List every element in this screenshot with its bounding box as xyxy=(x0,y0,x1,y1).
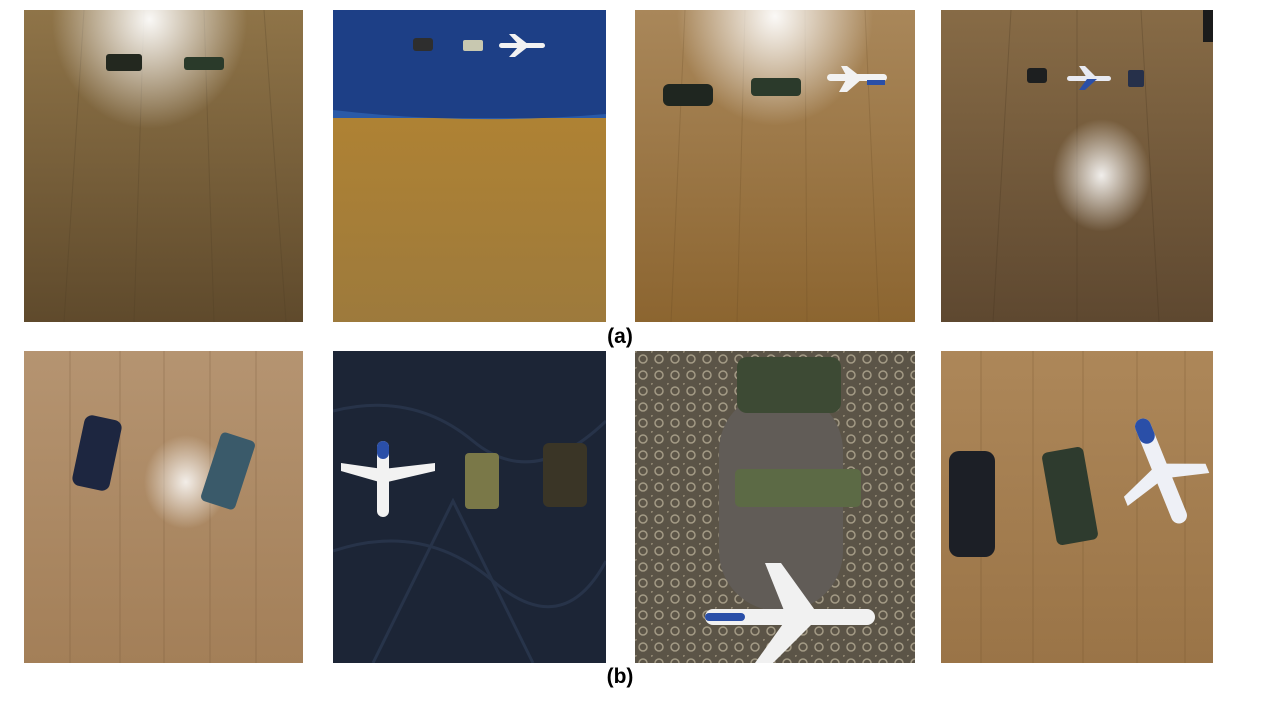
jeep-toy xyxy=(949,451,995,557)
caption-b: (b) xyxy=(606,665,634,688)
tank-toy xyxy=(751,78,801,96)
photo-b1-floor-jeep-tank xyxy=(24,351,303,663)
airplane-toy xyxy=(827,66,887,92)
jeep-toy xyxy=(663,84,713,106)
airplane-toy xyxy=(1123,418,1210,524)
caption-a: (a) xyxy=(607,325,633,348)
photo-b3-prayer-rug-three-toys xyxy=(635,351,915,663)
jeep-toy xyxy=(737,357,841,413)
photo-a2-blue-rug-three-toys xyxy=(333,10,606,322)
photo-b2-dark-rug-three-toys xyxy=(333,351,606,663)
tank-toy xyxy=(465,453,499,509)
photo-a1-floor-jeep-tank xyxy=(24,10,303,322)
airplane-toy xyxy=(341,441,435,517)
jeep-toy xyxy=(1027,68,1047,83)
jeep-toy xyxy=(413,38,433,51)
tank-toy xyxy=(1128,70,1144,87)
airplane-toy xyxy=(705,563,875,663)
tank-toy xyxy=(1042,447,1098,545)
jeep-toy xyxy=(72,415,122,491)
tank-toy xyxy=(184,57,224,70)
photo-b4-floor-three-toys xyxy=(941,351,1213,663)
photo-a4-floor-three-toys xyxy=(941,10,1213,322)
tank-toy xyxy=(463,40,483,51)
airplane-toy xyxy=(1067,66,1111,90)
jeep-toy xyxy=(543,443,587,507)
photo-a3-floor-three-toys xyxy=(635,10,915,322)
tank-toy xyxy=(201,432,255,510)
tank-toy xyxy=(735,469,861,507)
airplane-toy xyxy=(499,34,545,57)
jeep-toy xyxy=(106,54,142,71)
